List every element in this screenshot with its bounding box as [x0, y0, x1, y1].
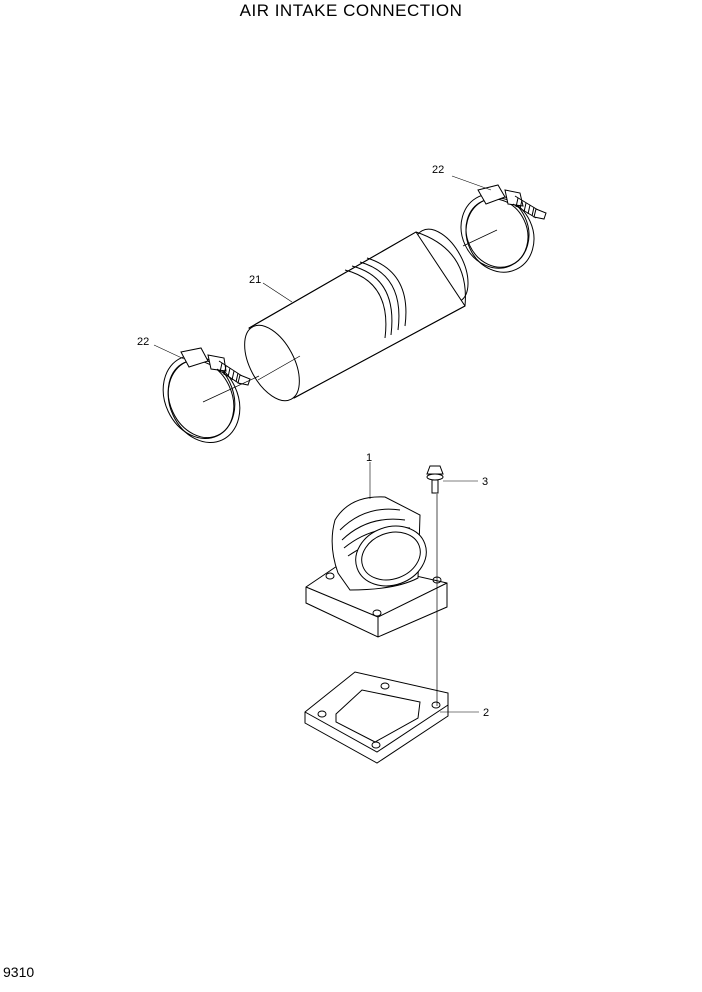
hose-part[interactable] [233, 220, 479, 409]
page-title: AIR INTAKE CONNECTION [239, 1, 463, 20]
callout-clamp-upper: 22 [432, 164, 444, 176]
bolt-part[interactable] [426, 465, 444, 494]
callout-gasket: 2 [483, 707, 489, 719]
assembly-lines [202, 229, 498, 706]
clamp-lower-part[interactable] [150, 344, 253, 455]
callout-bolt: 3 [482, 476, 488, 488]
gasket-part[interactable] [304, 671, 449, 764]
elbow-part[interactable] [305, 496, 448, 638]
clamp-upper-part[interactable] [449, 183, 547, 284]
callout-hose: 21 [249, 274, 261, 286]
leader-lines [153, 175, 492, 713]
page-code: 9310 [3, 964, 35, 980]
callout-clamp-lower: 22 [137, 336, 149, 348]
callout-elbow: 1 [366, 452, 372, 464]
